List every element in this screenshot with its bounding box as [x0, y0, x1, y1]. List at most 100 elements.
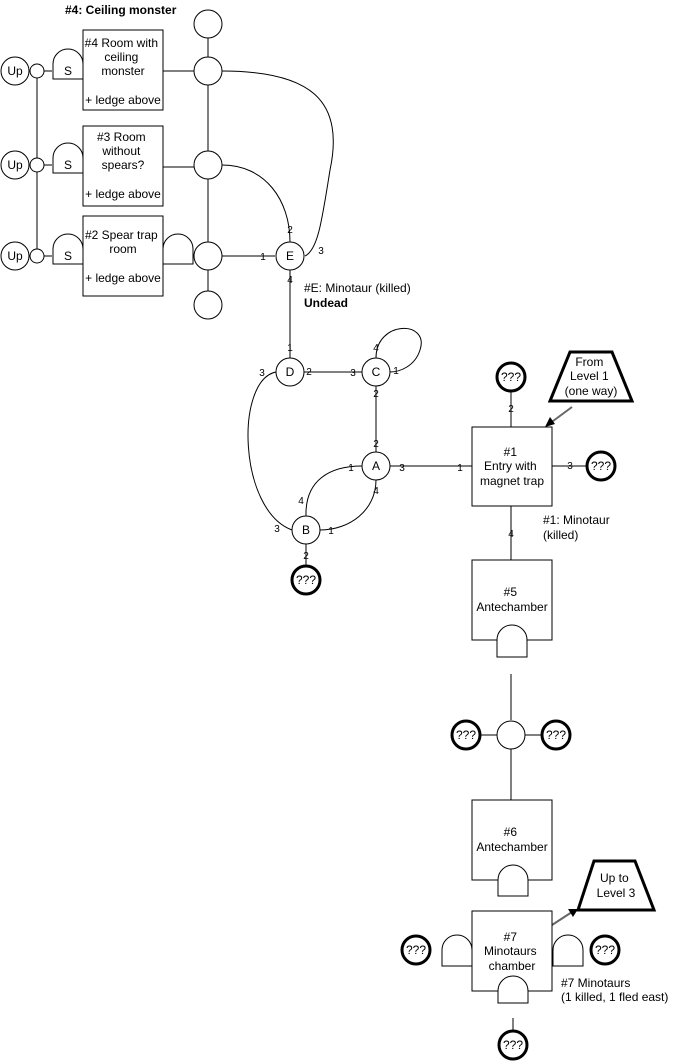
port-label: 3 [567, 461, 573, 472]
unknown-label: ??? [595, 943, 615, 957]
room-4-note: + ledge above [85, 93, 161, 107]
node-a[interactable]: A [361, 451, 391, 481]
port-label: 3 [274, 524, 280, 535]
door[interactable] [496, 624, 528, 658]
e-undead-note: Undead [304, 296, 348, 310]
port-label: 4 [373, 486, 379, 497]
unknown-node[interactable]: ??? [495, 361, 527, 393]
room-1[interactable]: #1 Entry with magnet trap [471, 426, 553, 507]
unknown-node[interactable]: ??? [400, 934, 432, 966]
up-label: Up [7, 249, 23, 263]
port-label: 3 [399, 463, 405, 474]
minotaurs7-note: #7 Minotaurs [561, 976, 630, 990]
port-label: 3 [350, 368, 356, 379]
room-1-title: #1 Entry with magnet trap [480, 445, 544, 488]
room-2[interactable]: #2 Spear trap room + ledge above [82, 215, 164, 297]
port-label: 2 [303, 551, 309, 562]
unknown-node[interactable]: ??? [290, 564, 322, 596]
up-label: Up [7, 64, 23, 78]
unknown-node[interactable]: ??? [589, 934, 621, 966]
node-a-label: A [372, 459, 380, 473]
a-to-b-line [305, 465, 363, 517]
node-d-label: D [286, 365, 295, 379]
up-node[interactable]: Up [0, 56, 30, 86]
unknown-label: ??? [406, 943, 426, 957]
unknown-node[interactable]: ??? [585, 450, 617, 482]
from-level1-trapezoid[interactable]: From Level 1 (one way) [547, 350, 635, 403]
unknown-node[interactable]: ??? [497, 1029, 529, 1061]
node-d[interactable]: D [275, 357, 305, 387]
unknown-node[interactable]: ??? [540, 719, 572, 751]
door[interactable] [497, 864, 529, 897]
door[interactable] [497, 975, 529, 1004]
port-label: 1 [348, 463, 354, 474]
node-e[interactable]: E [275, 241, 305, 271]
minotaur1-note-line2: (killed) [543, 528, 578, 542]
secret-door[interactable]: S [52, 233, 84, 265]
room-2-title: #2 Spear trap room [85, 228, 161, 256]
port-label: 1 [287, 343, 293, 354]
junction-node [29, 157, 45, 173]
secret-door[interactable]: S [52, 142, 84, 174]
secret-door-label: S [64, 64, 72, 78]
unknown-label: ??? [501, 370, 521, 384]
minotaur1-note: #1: Minotaur [543, 513, 610, 527]
secret-door-label: S [64, 158, 72, 172]
door[interactable] [441, 934, 473, 967]
port-label: 2 [287, 225, 293, 236]
unknown-node[interactable]: ??? [450, 719, 482, 751]
port-label: 1 [260, 252, 266, 263]
d-to-b-line [247, 371, 293, 531]
a-to-b-lower-line [319, 479, 377, 531]
room-6-title: #6 Antechamber [476, 825, 547, 854]
node-c[interactable]: C [361, 357, 391, 387]
room-4-title: #4 Room with ceiling monster [85, 36, 162, 78]
up-node[interactable]: Up [0, 241, 30, 271]
port-label: 2 [373, 389, 379, 400]
port-label: 3 [259, 368, 265, 379]
unknown-label: ??? [546, 728, 566, 742]
secret-door-label: S [64, 249, 72, 263]
door[interactable] [162, 233, 194, 265]
from-level1-label: From Level 1 (one way) [565, 355, 618, 398]
room-3[interactable]: #3 Room without spears? + ledge above [82, 125, 164, 207]
hub-node[interactable] [496, 720, 526, 750]
port-label: 1 [457, 463, 463, 474]
room3-to-e-line [221, 164, 291, 243]
port-label: 3 [318, 246, 324, 257]
up-level3-arrow-line [551, 911, 573, 926]
unknown-label: ??? [591, 459, 611, 473]
room4-to-e-line [221, 70, 334, 257]
port-label: 1 [328, 526, 334, 537]
c-loop-line [375, 328, 422, 373]
secret-door[interactable]: S [52, 48, 84, 80]
ceiling-monster-note: #4: Ceiling monster [65, 3, 177, 17]
node-c-label: C [372, 365, 381, 379]
room-3-title: #3 Room without spears? [97, 130, 149, 172]
spine-node[interactable] [193, 150, 223, 180]
up-label: Up [7, 158, 23, 172]
up-node[interactable]: Up [0, 150, 30, 180]
port-label: 4 [287, 275, 293, 286]
unknown-label: ??? [503, 1038, 523, 1052]
port-label: 2 [508, 404, 514, 415]
node-b-label: B [302, 523, 310, 537]
node-b[interactable]: B [291, 515, 321, 545]
room-4[interactable]: #4 Room with ceiling monster + ledge abo… [82, 29, 164, 111]
junction-node [29, 248, 45, 264]
up-level3-trapezoid[interactable]: Up to Level 3 [575, 859, 657, 912]
spine-node[interactable] [193, 290, 223, 320]
up-level3-arrow-head [568, 909, 578, 917]
room-5-title: #5 Antechamber [476, 585, 547, 614]
room-7-title: #7 Minotaurs chamber [484, 930, 540, 973]
port-label: 1 [393, 366, 399, 377]
spine-node[interactable] [193, 241, 223, 271]
port-label: 2 [373, 439, 379, 450]
e-minotaur-note: #E: Minotaur (killed) [304, 281, 411, 295]
junction-node [29, 63, 45, 79]
spine-node[interactable] [193, 9, 223, 39]
door[interactable] [552, 934, 584, 967]
spine-node[interactable] [193, 56, 223, 86]
minotaurs7-note-line2: (1 killed, 1 fled east) [561, 990, 668, 1004]
